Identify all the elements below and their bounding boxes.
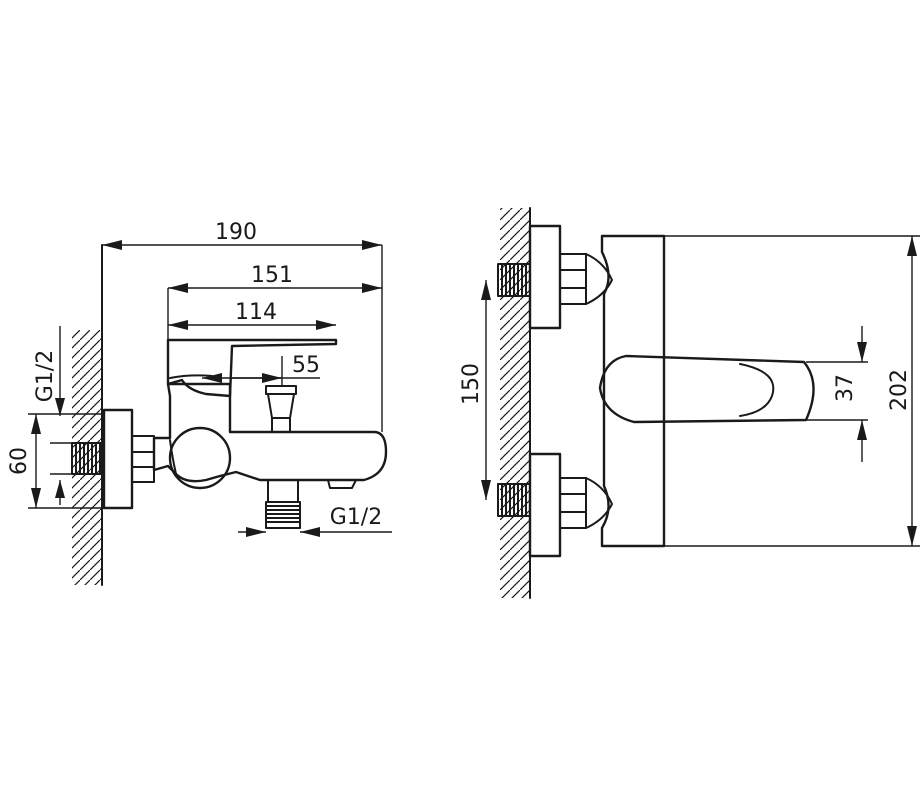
label-overall-width: 190	[215, 220, 257, 245]
front-top-inlet	[497, 224, 613, 330]
side-spout-tip	[327, 479, 357, 489]
dim-height: 60	[7, 413, 104, 509]
dim-outlet-thread: G1/2	[238, 505, 392, 537]
label-inlet-thread: G1/2	[33, 350, 58, 402]
front-mixer-body	[600, 234, 666, 548]
side-lever-handle	[166, 338, 338, 398]
side-knob	[168, 426, 232, 490]
dim-diverter-offset: 55	[202, 353, 320, 386]
front-view: 150 37 202	[459, 207, 920, 599]
dim-inlet-spacing: 150	[459, 280, 491, 500]
label-handle-height: 37	[833, 374, 858, 402]
dim-handle-length: 114	[168, 300, 336, 330]
label-spout-length: 151	[251, 263, 293, 288]
dim-inlet-thread: G1/2	[33, 326, 104, 505]
side-view: 190 151 114 55	[7, 220, 392, 586]
side-connector-nut	[131, 435, 155, 483]
side-outlet-thread	[265, 479, 301, 529]
dim-spout-length: 151	[167, 263, 382, 340]
label-outlet-thread: G1/2	[330, 505, 382, 530]
dim-total-width: 202	[664, 235, 920, 547]
side-diverter-button	[265, 385, 297, 433]
side-inlet-thread	[71, 442, 105, 475]
side-mixer-body	[152, 382, 388, 483]
label-inlet-spacing: 150	[459, 363, 484, 405]
front-bottom-inlet	[497, 452, 613, 558]
dim-overall-width: 190	[102, 220, 383, 432]
label-diverter-offset: 55	[292, 353, 320, 378]
label-total-width: 202	[887, 369, 912, 411]
label-handle-length: 114	[235, 300, 277, 325]
dim-handle-height: 37	[806, 326, 868, 462]
side-wall-flange	[102, 408, 134, 510]
label-height: 60	[7, 447, 32, 475]
front-lever-handle	[598, 354, 815, 424]
